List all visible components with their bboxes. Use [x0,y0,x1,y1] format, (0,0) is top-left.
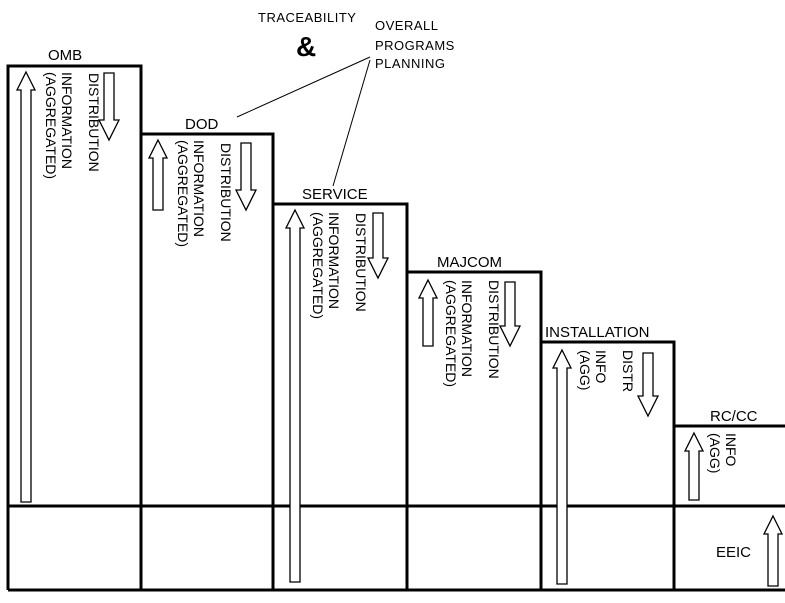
svg-text:(AGGREGATED): (AGGREGATED) [443,280,459,387]
svg-text:DISTRIBUTION: DISTRIBUTION [86,73,102,172]
omb-down-text: DISTRIBUTION [86,73,102,172]
svg-text:INFORMATION: INFORMATION [459,280,475,377]
majcom-down-arrow [498,281,522,348]
rccc-up-arrow [683,431,705,501]
level-title-dod: DOD [185,116,219,133]
service-up-text: (AGGREGATED) INFORMATION [310,212,342,319]
rccc-up-text: (AGG) INFO [707,433,739,473]
leader-line-service [332,59,371,187]
installation-up-text: (AGG) INFO [577,350,609,390]
majcom-up-arrow [417,278,439,347]
omb-down-arrow [97,72,121,142]
svg-text:(AGGREGATED): (AGGREGATED) [43,72,59,179]
level-title-service: SERVICE [302,186,368,203]
svg-text:DISTRIBUTION: DISTRIBUTION [353,213,369,312]
svg-text:INFORMATION: INFORMATION [191,140,207,237]
installation-up-arrow [551,348,573,585]
level-title-omb: OMB [48,47,82,64]
planning-line-2: PROGRAMS [375,38,455,53]
planning-line-1: OVERALL [375,18,438,33]
svg-text:DISTR: DISTR [620,350,636,392]
omb-up-arrow [15,70,37,503]
svg-text:INFO: INFO [723,433,739,467]
dod-up-arrow [147,138,169,211]
staircase-outline [6,64,785,590]
installation-down-arrow [636,352,660,418]
majcom-up-text: (AGGREGATED) INFORMATION [443,280,475,387]
svg-text:(AGG): (AGG) [577,350,593,390]
svg-text:DISTRIBUTION: DISTRIBUTION [218,143,234,242]
ampersand: & [296,31,316,62]
svg-text:(AGG): (AGG) [707,433,723,473]
leader-line-dod [236,56,371,118]
planning-line-3: PLANNING [375,56,445,71]
level-title-majcom: MAJCOM [437,254,502,271]
svg-text:INFORMATION: INFORMATION [59,72,75,169]
svg-text:(AGGREGATED): (AGGREGATED) [310,212,326,319]
service-up-arrow [284,208,306,583]
svg-text:INFO: INFO [593,350,609,384]
svg-text:DISTRIBUTION: DISTRIBUTION [486,280,502,379]
svg-text:INFORMATION: INFORMATION [326,212,342,309]
installation-down-text: DISTR [620,350,636,392]
dod-up-text: (AGGREGATED) INFORMATION [175,140,207,247]
dod-down-text: DISTRIBUTION [218,143,234,242]
eeic-label: EEIC [716,544,751,561]
svg-text:(AGGREGATED): (AGGREGATED) [175,140,191,247]
dod-down-arrow [234,142,258,212]
level-title-rccc: RC/CC [710,408,758,425]
majcom-down-text: DISTRIBUTION [486,280,502,379]
traceability-label: TRACEABILITY [258,10,356,25]
service-down-arrow [366,212,390,280]
omb-up-text: (AGGREGATED) INFORMATION [43,72,75,179]
eeic-up-arrow [762,514,784,587]
level-title-installation: INSTALLATION [545,324,649,341]
service-down-text: DISTRIBUTION [353,213,369,312]
